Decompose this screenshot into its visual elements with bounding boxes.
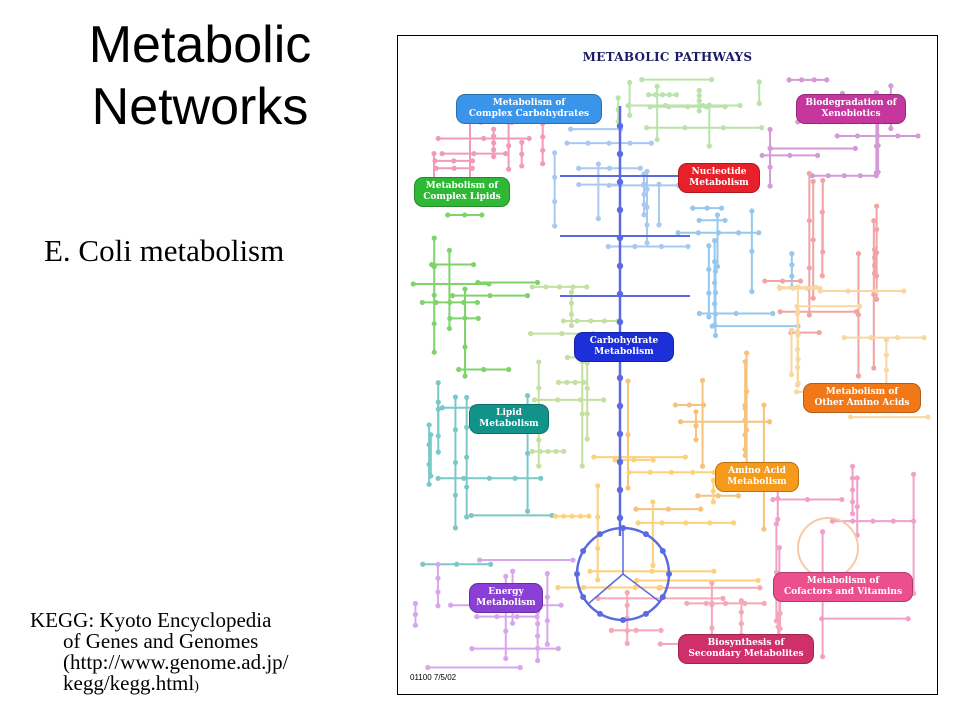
label-line1: Lipid <box>496 408 522 418</box>
source-line1: KEGG: Kyoto Encyclopedia <box>30 608 272 632</box>
label-nucleotide: Nucleotide Metabolism <box>678 163 760 193</box>
label-line2: Secondary Metabolites <box>688 649 804 659</box>
map-code: 01100 7/5/02 <box>410 673 457 682</box>
label-line1: Biosynthesis of <box>707 638 785 648</box>
label-line2: Metabolism <box>476 598 536 608</box>
slide-subtitle: E. Coli metabolism <box>44 233 285 268</box>
label-line1: Metabolism of <box>806 576 880 586</box>
label-xenobiotics: Biodegradation of Xenobiotics <box>796 94 906 124</box>
label-line2: Metabolism <box>689 178 749 188</box>
source-citation: KEGG: Kyoto Encyclopedia of Genes and Ge… <box>30 610 375 697</box>
source-close-paren: ) <box>194 679 199 694</box>
label-lipid: Lipid Metabolism <box>469 404 549 434</box>
slide-title-line1: Metabolic <box>88 16 312 74</box>
source-line2: of Genes and Genomes <box>63 629 259 653</box>
source-line4: kegg/kegg.html) <box>30 673 375 697</box>
label-cofactors: Metabolism of Cofactors and Vitamins <box>773 572 913 602</box>
label-line2: Xenobiotics <box>821 109 881 119</box>
label-line1: Biodegradation of <box>805 98 897 108</box>
label-energy: Energy Metabolism <box>469 583 543 613</box>
label-complex-lipids: Metabolism of Complex Lipids <box>414 177 510 207</box>
source-line3: (http://www.genome.ad.jp/ <box>63 650 289 674</box>
label-line1: Metabolism of <box>425 181 499 191</box>
slide-title: Metabolic Networks <box>40 14 360 138</box>
label-line1: Nucleotide <box>691 167 747 177</box>
label-carbohydrate: Carbohydrate Metabolism <box>574 332 674 362</box>
label-line1: Energy <box>488 587 524 597</box>
label-line2: Cofactors and Vitamins <box>783 587 903 597</box>
label-line1: Metabolism of <box>825 387 899 397</box>
pathway-network-graphic <box>410 77 931 671</box>
label-line2: Metabolism <box>594 347 654 357</box>
label-other-amino-acids: Metabolism of Other Amino Acids <box>803 383 921 413</box>
label-line2: Metabolism <box>727 477 787 487</box>
label-line1: Carbohydrate <box>589 336 659 346</box>
slide-title-line2: Networks <box>91 78 309 136</box>
label-line2: Metabolism <box>479 419 539 429</box>
metabolic-pathways-map: METABOLIC PATHWAYS Metabolism of Complex… <box>397 35 938 695</box>
map-title: METABOLIC PATHWAYS <box>582 50 753 64</box>
label-complex-carbohydrates: Metabolism of Complex Carbohydrates <box>456 94 602 124</box>
label-amino-acid: Amino Acid Metabolism <box>715 462 799 492</box>
label-secondary-metabolites: Biosynthesis of Secondary Metabolites <box>678 634 814 664</box>
label-line1: Metabolism of <box>492 98 566 108</box>
label-line2: Complex Carbohydrates <box>468 109 590 119</box>
label-line2: Other Amino Acids <box>814 398 910 408</box>
label-line1: Amino Acid <box>728 466 786 476</box>
label-line2: Complex Lipids <box>423 192 501 202</box>
source-url-tail: kegg/kegg.html <box>63 671 195 695</box>
